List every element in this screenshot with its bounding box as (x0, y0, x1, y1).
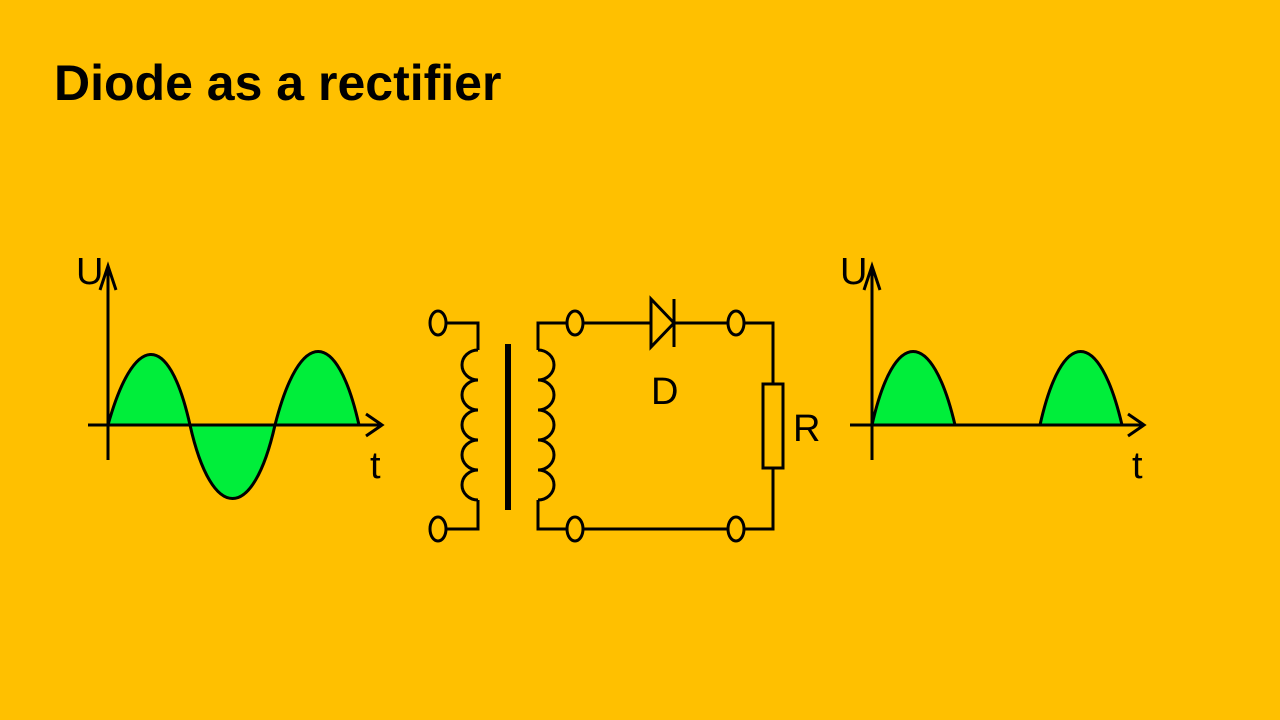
input-positive-half-2-fill (273, 350, 361, 427)
output-terminal-top (726, 309, 746, 337)
output-pulse-2-fill (1038, 350, 1124, 427)
primary-winding (460, 348, 479, 502)
output-time-axis-arrow (1127, 412, 1147, 438)
secondary-terminal-top (565, 309, 585, 337)
input-positive-half-fill (106, 353, 192, 427)
input-negative-half-fill (188, 423, 277, 500)
secondary-lead-bottom (536, 500, 567, 531)
output-voltage-axis-label: U (840, 251, 867, 293)
wire-to-resistor (744, 321, 775, 384)
output-waveform: U t (840, 251, 1147, 487)
resistor-symbol (761, 382, 785, 470)
primary-lead-top (446, 321, 480, 350)
diode-symbol (649, 295, 677, 351)
diode-label: D (651, 371, 678, 413)
rectifier-circuit (428, 295, 785, 543)
input-time-axis-arrow (365, 412, 385, 438)
slide-title: Diode as a rectifier (54, 55, 502, 111)
output-voltage-axis-arrow (862, 261, 882, 291)
input-terminal-bottom (428, 515, 448, 543)
input-terminal-top (428, 309, 448, 337)
input-voltage-axis-arrow (98, 261, 118, 291)
secondary-winding (537, 348, 556, 502)
output-pulse-1-fill (870, 350, 957, 427)
output-terminal-bottom (726, 515, 746, 543)
primary-lead-bottom (446, 500, 480, 531)
secondary-lead-top (536, 321, 567, 350)
resistor-label: R (793, 408, 820, 450)
input-waveform: U t (76, 251, 385, 500)
input-voltage-axis-label: U (76, 251, 103, 293)
wire-from-resistor (744, 468, 775, 531)
input-time-axis-label: t (370, 445, 381, 487)
output-time-axis-label: t (1132, 445, 1143, 487)
secondary-terminal-bottom (565, 515, 585, 543)
